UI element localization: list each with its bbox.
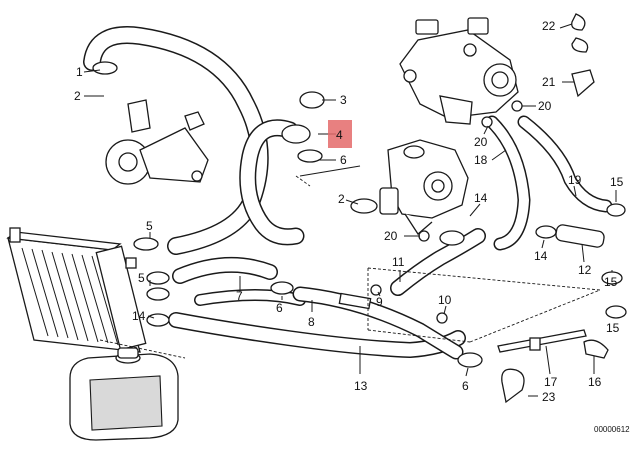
label-17[interactable]: 17: [544, 375, 558, 389]
label-20-thermostat[interactable]: 20: [384, 229, 398, 243]
label-2-thermostat[interactable]: 2: [338, 192, 345, 206]
hose-18: [485, 115, 531, 251]
label-19[interactable]: 19: [568, 173, 582, 187]
label-13[interactable]: 13: [354, 379, 368, 393]
diagram-number: 00000612: [594, 425, 630, 434]
label-20-throttle-left[interactable]: 20: [474, 135, 488, 149]
hose-4: [239, 119, 311, 246]
label-9[interactable]: 9: [376, 295, 383, 309]
label-1[interactable]: 1: [76, 65, 83, 79]
label-16[interactable]: 16: [588, 375, 602, 389]
label-6-middle[interactable]: 6: [276, 301, 283, 315]
label-11[interactable]: 11: [392, 255, 405, 269]
label-8[interactable]: 8: [308, 315, 315, 329]
label-15-upper[interactable]: 15: [610, 175, 624, 189]
label-5-lower[interactable]: 5: [138, 271, 145, 285]
leader-lines: [83, 23, 617, 397]
label-22[interactable]: 22: [542, 19, 556, 33]
pipe-12: [555, 224, 605, 248]
label-10[interactable]: 10: [438, 293, 452, 307]
label-6-upper[interactable]: 6: [340, 153, 347, 167]
label-14-center[interactable]: 14: [474, 191, 488, 205]
label-15-lower[interactable]: 15: [606, 321, 620, 335]
water-pump: [105, 99, 209, 185]
hose-19: [517, 115, 613, 213]
label-15-middle[interactable]: 15: [604, 275, 618, 289]
label-20-throttle-right[interactable]: 20: [538, 99, 552, 113]
hose-13: [168, 289, 466, 358]
highlight-box: [328, 120, 352, 148]
bracket-17: [497, 329, 587, 353]
label-4-highlighted[interactable]: 4: [336, 128, 343, 142]
label-3[interactable]: 3: [340, 93, 347, 107]
hose-1: [83, 26, 269, 255]
expansion-tank: [69, 339, 186, 441]
label-6-lower[interactable]: 6: [462, 379, 469, 393]
label-21[interactable]: 21: [542, 75, 556, 89]
perspective-lines: [295, 175, 601, 343]
hose-7: [172, 256, 278, 284]
hose-11: [390, 228, 486, 296]
label-14-left[interactable]: 14: [132, 309, 146, 323]
label-7[interactable]: 7: [236, 289, 243, 303]
throttle-body: [399, 17, 519, 125]
label-14-right[interactable]: 14: [534, 249, 548, 263]
thermostat-housing: [379, 139, 469, 235]
label-12[interactable]: 12: [578, 263, 592, 277]
radiator: [6, 227, 147, 353]
label-5-upper[interactable]: 5: [146, 219, 153, 233]
callout-labels: 1 2 3 4 6 2 5 5 14 7 6 8 9 13 20 14 11 1…: [74, 19, 624, 404]
label-18[interactable]: 18: [474, 153, 488, 167]
label-23[interactable]: 23: [542, 390, 556, 404]
pipe-8: [292, 286, 464, 360]
label-2-pump[interactable]: 2: [74, 89, 81, 103]
clamps: [92, 13, 627, 404]
